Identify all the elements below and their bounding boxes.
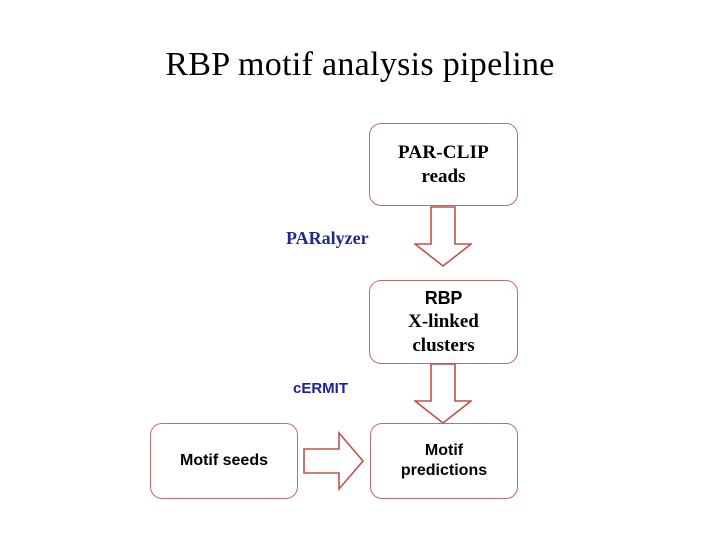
node-motif-seeds[interactable]: Motif seeds	[150, 423, 298, 499]
node-rbp-xlinked-clusters[interactable]: RBP X-linked clusters	[369, 280, 518, 364]
arrow-right-icon	[303, 430, 365, 492]
node-parclip-line2: reads	[421, 165, 466, 187]
label-paralyzer: PARalyzer	[286, 228, 369, 248]
node-clusters-line2: X-linked	[408, 310, 479, 332]
node-seeds-line1: Motif seeds	[179, 452, 268, 469]
node-clusters-line1: RBP	[424, 287, 463, 308]
node-motif-predictions[interactable]: Motif predictions	[370, 423, 518, 499]
label-cermit: cERMIT	[293, 380, 349, 397]
arrow-down-icon	[414, 363, 472, 425]
node-parclip-reads[interactable]: PAR-CLIP reads	[369, 123, 518, 206]
node-predictions-line2: predictions	[400, 462, 488, 479]
node-clusters-line3: clusters	[412, 334, 475, 356]
arrow-down-icon	[414, 206, 472, 268]
page-title: RBP motif analysis pipeline	[165, 46, 555, 83]
node-predictions-line1: Motif	[424, 442, 464, 459]
node-parclip-line1: PAR-CLIP	[398, 141, 489, 163]
